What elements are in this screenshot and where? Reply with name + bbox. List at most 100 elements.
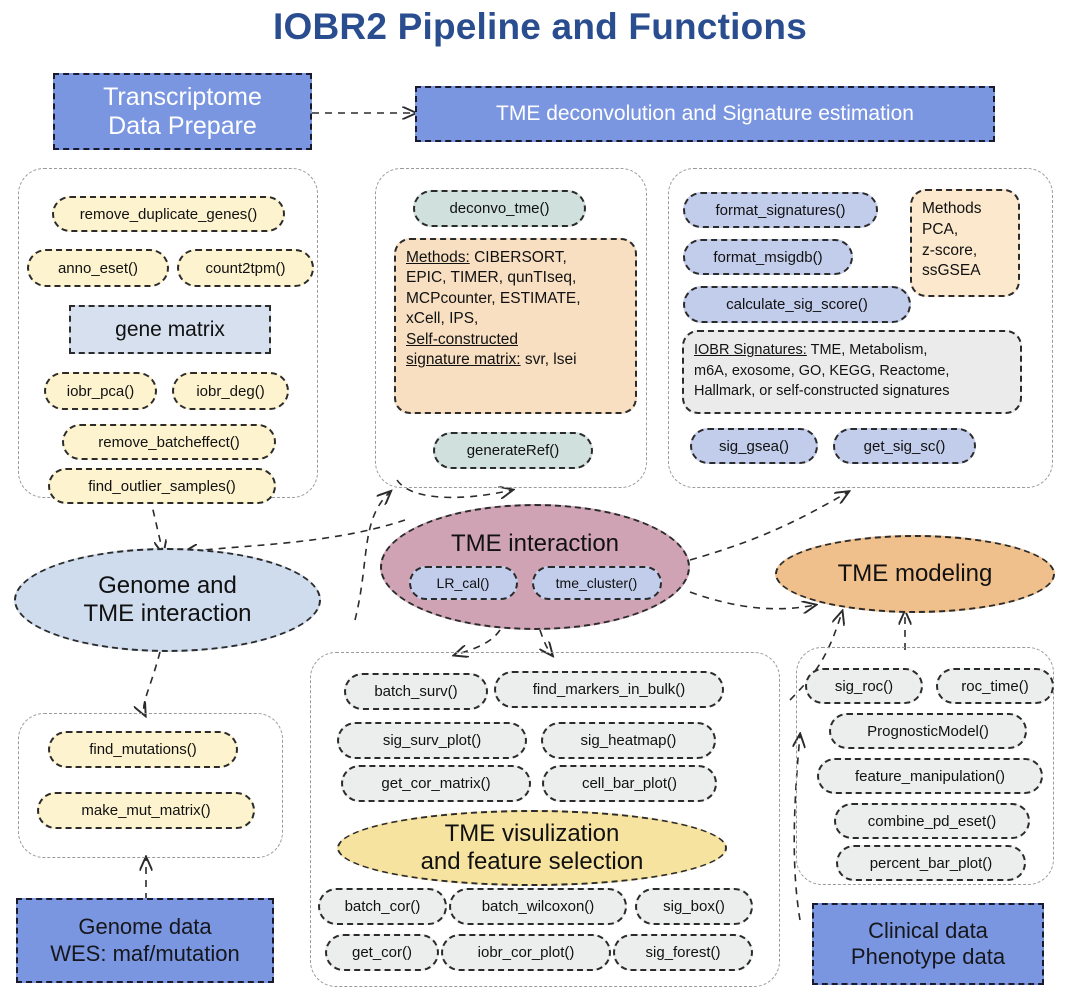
tme-visualization-line-2: and feature selection [420, 848, 644, 875]
gene-matrix-label: gene matrix [115, 317, 225, 341]
genome-data-box[interactable]: Genome data WES: maf/mutation [16, 898, 274, 983]
pill-label: deconvo_tme() [449, 200, 550, 217]
function-find-markers-in-bulk[interactable]: find_markers_in_bulk() [494, 671, 724, 708]
function-remove-duplicate-genes[interactable]: remove_duplicate_genes() [52, 196, 285, 232]
tme-interaction-title: TME interaction [450, 529, 620, 557]
iobr-signatures-line-2: m6A, exosome, GO, KEGG, Reactome, [694, 362, 950, 379]
pill-label: roc_time() [961, 677, 1029, 695]
iobr-signatures-line-3: Hallmark, or self-constructed signatures [694, 383, 950, 400]
modeling-group [796, 647, 1054, 885]
function-iobr-deg[interactable]: iobr_deg() [172, 372, 289, 410]
pill-label: sig_surv_plot() [382, 732, 482, 749]
function-sig-gsea[interactable]: sig_gsea() [690, 428, 818, 464]
genome-tme-interaction-ellipse[interactable]: Genome and TME interaction [14, 548, 321, 652]
function-count2tpm[interactable]: count2tpm() [177, 249, 314, 287]
pill-label: make_mut_matrix() [81, 802, 211, 819]
function-anno-eset[interactable]: anno_eset() [27, 249, 169, 287]
pill-label: sig_roc() [834, 677, 894, 695]
function-get-cor[interactable]: get_cor() [325, 934, 439, 971]
signature-methods-box: Methods PCA, z-score, ssGSEA [910, 189, 1020, 297]
function-get-sig-sc[interactable]: get_sig_sc() [833, 428, 976, 464]
function-iobr-cor-plot[interactable]: iobr_cor_plot() [441, 934, 611, 971]
tme-modeling-ellipse[interactable]: TME modeling [775, 535, 1055, 613]
function-remove-batcheffect[interactable]: remove_batcheffect() [62, 424, 276, 460]
iobr-signatures-line-1-rest: TME, Metabolism, [806, 342, 928, 358]
function-tme-cluster[interactable]: tme_cluster() [531, 566, 662, 601]
genome-ellipse-line-1: Genome and [98, 571, 237, 599]
methods-line-6-rest: svr, lsei [520, 351, 577, 369]
visualization-group [310, 652, 780, 987]
sig-methods-line-4: ssGSEA [922, 262, 981, 280]
methods-line-4: xCell, IPS, [406, 310, 479, 328]
function-cell-bar-plot[interactable]: cell_bar_plot() [542, 765, 717, 802]
pill-label: format_msigdb() [713, 248, 823, 266]
function-lr-cal[interactable]: LR_cal() [408, 566, 518, 601]
methods-line-2: EPIC, TIMER, qunTIseq, [406, 269, 577, 287]
function-combine-pd-eset[interactable]: combine_pd_eset() [834, 803, 1030, 839]
function-find-outlier-samples[interactable]: find_outlier_samples() [48, 468, 276, 504]
pill-label: PrognosticModel() [867, 722, 989, 740]
tme-interaction-ellipse[interactable]: TME interaction LR_cal() tme_cluster() [380, 504, 690, 630]
methods-line-3: MCPcounter, ESTIMATE, [406, 289, 581, 307]
function-batch-wilcoxon[interactable]: batch_wilcoxon() [449, 888, 627, 925]
function-make-mut-matrix[interactable]: make_mut_matrix() [37, 792, 255, 829]
methods-label: Methods: [406, 249, 470, 266]
page-title: IOBR2 Pipeline and Functions [273, 6, 807, 47]
gene-matrix-box: gene matrix [69, 305, 271, 354]
function-sig-forest[interactable]: sig_forest() [613, 934, 753, 971]
pill-label: sig_forest() [645, 944, 721, 961]
pill-label: percent_bar_plot() [869, 854, 993, 872]
pill-label: format_signatures() [715, 201, 846, 219]
pill-label: tme_cluster() [555, 575, 638, 592]
function-find-mutations[interactable]: find_mutations() [48, 731, 238, 768]
function-prognostic-model[interactable]: PrognosticModel() [829, 713, 1027, 749]
function-generate-ref[interactable]: generateRef() [433, 432, 593, 469]
methods-line-6: signature matrix: [406, 351, 521, 369]
pill-label: LR_cal() [436, 575, 490, 592]
function-roc-time[interactable]: roc_time() [936, 668, 1054, 704]
clinical-data-box[interactable]: Clinical data Phenotype data [812, 903, 1044, 985]
pill-label: feature_manipulation() [854, 767, 1006, 785]
pill-label: iobr_pca() [66, 382, 135, 400]
pill-label: find_outlier_samples() [88, 477, 236, 495]
tme-deconvolution-signature-estimation-box[interactable]: TME deconvolution and Signature estimati… [415, 86, 995, 142]
function-deconvo-tme[interactable]: deconvo_tme() [413, 190, 586, 227]
pill-label: combine_pd_eset() [867, 812, 997, 830]
function-percent-bar-plot[interactable]: percent_bar_plot() [836, 845, 1026, 881]
function-calculate-sig-score[interactable]: calculate_sig_score() [683, 286, 911, 323]
pill-label: remove_duplicate_genes() [79, 205, 258, 223]
function-batch-surv[interactable]: batch_surv() [344, 673, 488, 710]
function-batch-cor[interactable]: batch_cor() [318, 888, 447, 925]
pill-label: remove_batcheffect() [98, 433, 240, 451]
function-get-cor-matrix[interactable]: get_cor_matrix() [341, 765, 531, 802]
pill-label: get_sig_sc() [863, 437, 946, 455]
tme-visualization-line-1: TME visulization [444, 819, 620, 847]
pill-label: cell_bar_plot() [581, 775, 678, 792]
transcriptome-data-prepare-box[interactable]: Transcriptome Data Prepare [53, 73, 312, 150]
pill-label: batch_cor() [344, 898, 421, 915]
deconvolution-methods-box: Methods: CIBERSORT, EPIC, TIMER, qunTIse… [394, 238, 637, 414]
pill-label: find_markers_in_bulk() [532, 681, 686, 698]
function-format-signatures[interactable]: format_signatures() [683, 192, 878, 228]
function-iobr-pca[interactable]: iobr_pca() [44, 372, 157, 410]
function-sig-box[interactable]: sig_box() [635, 888, 753, 925]
iobr-signatures-box: IOBR Signatures: TME, Metabolism, m6A, e… [682, 330, 1022, 414]
function-format-msigdb[interactable]: format_msigdb() [683, 239, 853, 275]
mutation-group [18, 713, 283, 858]
function-sig-roc[interactable]: sig_roc() [805, 668, 923, 704]
function-sig-surv-plot[interactable]: sig_surv_plot() [337, 722, 527, 759]
tme-interaction-functions: LR_cal() tme_cluster() [408, 566, 662, 601]
deconvolution-group [375, 168, 647, 488]
pill-label: anno_eset() [57, 259, 139, 277]
pill-label: find_mutations() [89, 741, 197, 758]
pill-label: iobr_cor_plot() [477, 944, 575, 961]
tme-visualization-ellipse[interactable]: TME visulization and feature selection [337, 810, 727, 886]
methods-rest: CIBERSORT, [469, 249, 567, 266]
pill-label: batch_wilcoxon() [481, 898, 595, 915]
pill-label: batch_surv() [374, 683, 458, 700]
genome-ellipse-line-2: TME interaction [83, 600, 252, 627]
sig-methods-line-2: PCA, [922, 220, 959, 238]
function-sig-heatmap[interactable]: sig_heatmap() [541, 722, 716, 759]
function-feature-manipulation[interactable]: feature_manipulation() [817, 758, 1043, 794]
